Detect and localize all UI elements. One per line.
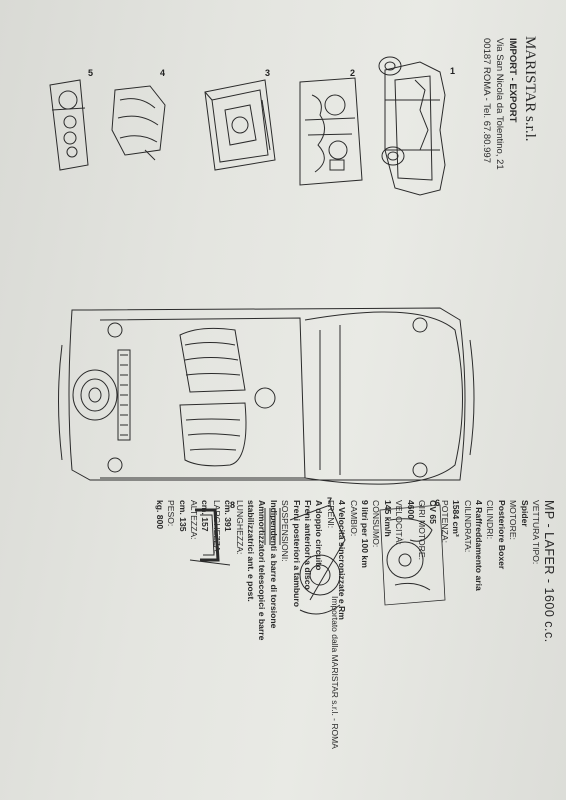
- figure-number-4: 4: [160, 68, 166, 78]
- figure-number-1: 1: [450, 66, 456, 76]
- figure-number-8: 8: [230, 500, 236, 510]
- figure-number-5: 5: [88, 68, 94, 78]
- figure-number-7: 7: [327, 496, 333, 506]
- drawing-wheel-detail: [264, 504, 346, 615]
- drawing-car-top-view: [58, 307, 475, 485]
- figure-number-3: 3: [265, 68, 271, 78]
- figure-number-6: 6: [435, 498, 441, 508]
- figure-number-2: 2: [350, 68, 356, 78]
- drawing-seats: [111, 85, 166, 161]
- drawing-dashboard: [49, 79, 89, 171]
- drawing-engine-bay: [299, 77, 363, 186]
- drawing-profile-detail: [189, 508, 231, 566]
- drawing-steering-detail: [379, 504, 446, 606]
- drawing-car-chassis: [378, 56, 446, 196]
- drawing-door-panel: [204, 79, 276, 171]
